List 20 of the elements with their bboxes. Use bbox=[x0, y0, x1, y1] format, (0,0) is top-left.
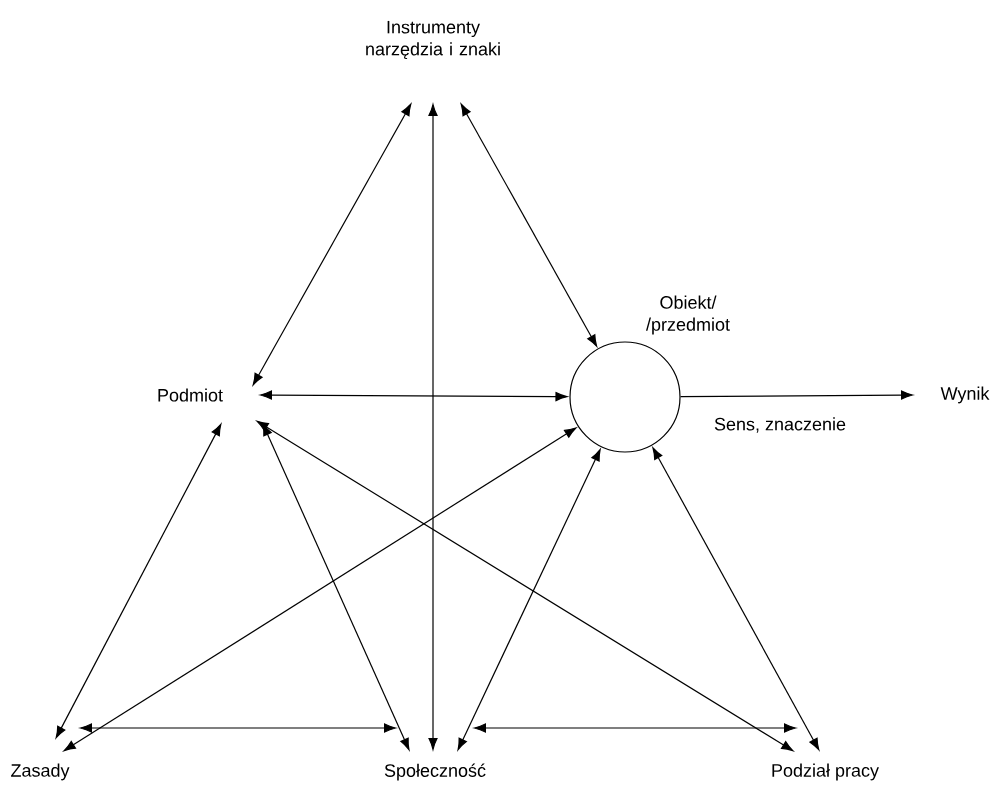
node-label: Obiekt/ /przedmiot bbox=[646, 295, 730, 335]
node-label: Podział pracy bbox=[772, 763, 879, 781]
node-label: Instrumenty narzędzia i znaki bbox=[366, 20, 500, 60]
arrow bbox=[80, 723, 396, 733]
arrow bbox=[474, 723, 796, 733]
arrow bbox=[63, 427, 577, 752]
arrow bbox=[652, 447, 820, 751]
arrow bbox=[55, 423, 222, 739]
arrow bbox=[457, 449, 601, 751]
arrow bbox=[252, 103, 412, 386]
arrow bbox=[260, 390, 568, 402]
node-label: Zasady bbox=[11, 763, 70, 781]
node-label: Społeczność bbox=[384, 763, 486, 781]
node-label: Wynik bbox=[940, 386, 990, 404]
arrow bbox=[680, 390, 913, 400]
edge-label: Sens, znaczenie bbox=[712, 416, 848, 434]
node-label: Podmiot bbox=[158, 388, 223, 402]
arrow bbox=[428, 104, 438, 750]
arrow bbox=[460, 103, 598, 347]
arrow bbox=[256, 420, 794, 752]
